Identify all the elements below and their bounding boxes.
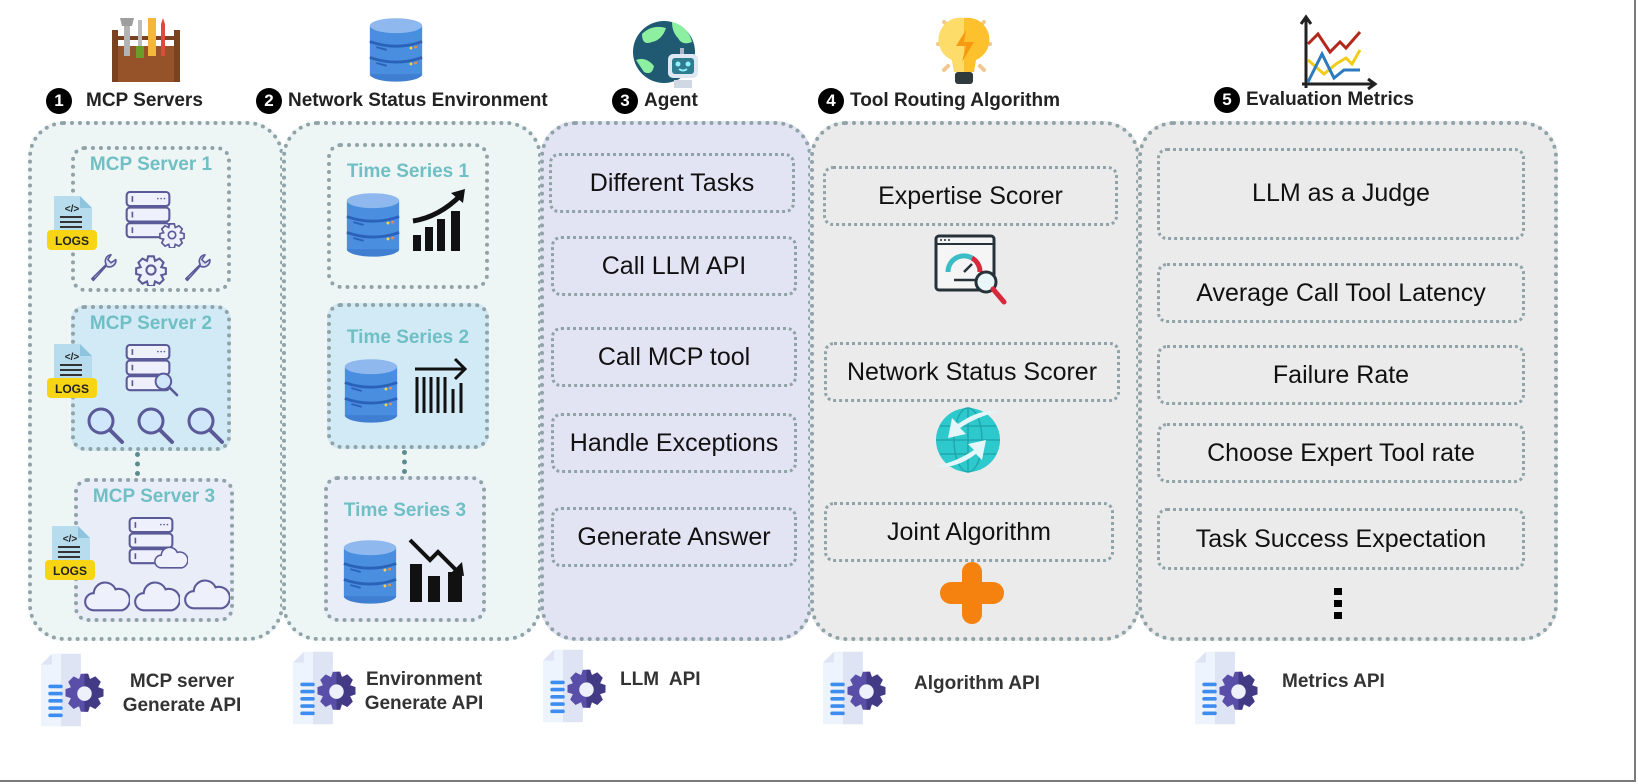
gear-icon bbox=[135, 254, 167, 286]
globe-search-icon bbox=[185, 405, 225, 445]
api-label-line: MCP server bbox=[129, 671, 235, 692]
database-icon bbox=[345, 189, 401, 259]
api-document-gear-icon bbox=[282, 650, 362, 726]
time-series-title: Time Series 3 bbox=[343, 500, 467, 521]
section-header-evaluation-metrics: 5 Evaluation Metrics bbox=[1214, 87, 1414, 113]
mcp-server-card[interactable]: MCP Server 3 bbox=[74, 478, 234, 622]
cloud-upload-icon bbox=[184, 576, 230, 614]
api-document-gear-icon bbox=[30, 652, 110, 728]
routing-step[interactable]: Network Status Scorer bbox=[824, 342, 1120, 402]
mcp-server-title: MCP Server 1 bbox=[89, 154, 213, 175]
section-title: MCP Servers bbox=[86, 90, 203, 111]
api-label-line: Generate API bbox=[122, 695, 242, 716]
metric-item[interactable]: Task Success Expectation bbox=[1157, 508, 1525, 570]
cloud-gear-icon bbox=[134, 578, 180, 616]
api-label-llm: LLM API bbox=[620, 669, 701, 690]
flat-trend-icon bbox=[415, 357, 468, 413]
database-icon bbox=[368, 14, 424, 84]
api-label-metrics: Metrics API bbox=[1282, 671, 1385, 692]
section-header-agent: 3 Agent bbox=[612, 88, 698, 114]
panel-agent bbox=[540, 121, 812, 641]
agent-step[interactable]: Different Tasks bbox=[549, 153, 795, 213]
time-series-card[interactable]: Time Series 3 bbox=[324, 476, 486, 622]
metric-item[interactable]: LLM as a Judge bbox=[1157, 148, 1525, 240]
section-header-network-status-environment: 2 Network Status Environment bbox=[256, 88, 548, 114]
section-title: Agent bbox=[644, 90, 698, 111]
magnifier-icon bbox=[85, 405, 125, 445]
mcp-server-title: MCP Server 3 bbox=[92, 486, 216, 507]
section-number: 3 bbox=[612, 88, 638, 114]
agent-step[interactable]: Call MCP tool bbox=[551, 327, 797, 387]
wrench-icon bbox=[87, 250, 119, 282]
time-series-title: Time Series 1 bbox=[346, 161, 470, 182]
api-document-gear-icon bbox=[532, 648, 612, 724]
time-series-card[interactable]: Time Series 1 bbox=[327, 143, 489, 289]
api-label-algorithm: Algorithm API bbox=[914, 673, 1040, 694]
metric-item[interactable]: Average Call Tool Latency bbox=[1157, 263, 1525, 323]
downward-trend-icon bbox=[408, 538, 464, 602]
section-number: 1 bbox=[46, 88, 72, 114]
lightbulb-icon bbox=[936, 17, 992, 84]
section-header-mcp-servers: 1 MCP Servers bbox=[46, 88, 203, 114]
agent-step[interactable]: Generate Answer bbox=[551, 507, 797, 567]
api-label-line: Environment bbox=[365, 669, 483, 690]
section-number: 5 bbox=[1214, 87, 1240, 113]
mcp-server-title: MCP Server 2 bbox=[89, 313, 213, 334]
api-label-environment: Environment Generate API bbox=[356, 668, 492, 716]
section-number: 2 bbox=[256, 88, 282, 114]
wrench-icon bbox=[181, 250, 213, 282]
section-header-tool-routing-algorithm: 4 Tool Routing Algorithm bbox=[818, 88, 1060, 114]
section-number: 4 bbox=[818, 88, 844, 114]
logs-icon bbox=[46, 194, 98, 252]
robot-globe-icon bbox=[633, 21, 698, 88]
api-document-gear-icon bbox=[812, 650, 892, 726]
routing-step[interactable]: Joint Algorithm bbox=[824, 502, 1114, 562]
speed-gauge-search-icon bbox=[934, 234, 1007, 305]
routing-step[interactable]: Expertise Scorer bbox=[823, 166, 1118, 226]
magnifier-icon bbox=[153, 371, 179, 397]
metric-item[interactable]: Failure Rate bbox=[1157, 345, 1525, 405]
logs-icon bbox=[44, 524, 96, 582]
line-chart-icon bbox=[1299, 14, 1378, 91]
cloud-icon bbox=[154, 544, 188, 572]
api-label-line: Generate API bbox=[364, 693, 484, 714]
agent-step[interactable]: Call LLM API bbox=[551, 236, 797, 296]
section-title: Evaluation Metrics bbox=[1246, 89, 1414, 110]
continuation-dots bbox=[135, 452, 145, 476]
continuation-dots bbox=[402, 450, 412, 474]
upward-trend-icon bbox=[412, 189, 465, 251]
section-title: Tool Routing Algorithm bbox=[850, 90, 1061, 111]
database-icon bbox=[342, 536, 398, 606]
api-label-mcp-server: MCP server Generate API bbox=[112, 670, 252, 718]
database-icon bbox=[343, 355, 399, 425]
section-title: Network Status Environment bbox=[288, 90, 548, 111]
gear-search-icon bbox=[135, 405, 175, 445]
agent-step[interactable]: Handle Exceptions bbox=[551, 413, 797, 473]
panel-evaluation-metrics bbox=[1138, 121, 1558, 641]
api-document-gear-icon bbox=[1184, 650, 1264, 726]
mcp-server-card[interactable]: MCP Server 2 bbox=[71, 305, 231, 451]
gear-icon bbox=[159, 222, 185, 248]
logs-icon bbox=[46, 342, 98, 400]
toolbox-icon bbox=[112, 18, 180, 82]
plus-icon bbox=[940, 562, 1004, 624]
cloud-printer-icon bbox=[84, 578, 130, 616]
time-series-title: Time Series 2 bbox=[346, 327, 470, 348]
globe-sync-icon bbox=[936, 407, 1000, 473]
metric-item[interactable]: Choose Expert Tool rate bbox=[1157, 423, 1525, 483]
more-metrics-ellipsis bbox=[1334, 588, 1342, 619]
time-series-card[interactable]: Time Series 2 bbox=[327, 303, 489, 449]
